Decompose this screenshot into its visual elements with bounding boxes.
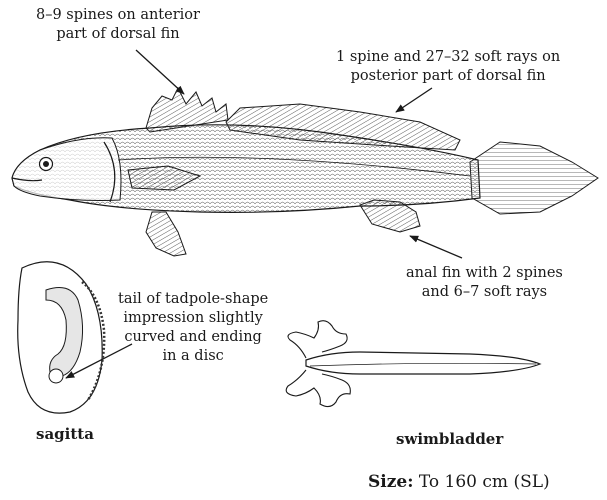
pelvic-fin [146, 212, 186, 256]
label-dorsal-anterior-line2: part of dorsal fin [36, 25, 200, 44]
arrow-dorsal-anterior [136, 50, 184, 94]
fish-illustration [12, 88, 598, 256]
fish-pupil [43, 161, 49, 167]
label-sagitta-tail-line2: impression slightly [118, 309, 268, 328]
label-dorsal-posterior-line2: posterior part of dorsal fin [336, 67, 560, 86]
label-dorsal-anterior: 8–9 spines on anterior part of dorsal fi… [36, 6, 200, 44]
size-label: Size: [368, 472, 413, 492]
sagitta-disc [49, 369, 63, 383]
sagitta-outline [18, 262, 102, 413]
swimbladder-illustration [286, 321, 540, 407]
swimbladder-appendages-upper [288, 321, 347, 358]
sagitta-illustration [18, 262, 104, 413]
label-sagitta-tail-line3: curved and ending [118, 328, 268, 347]
label-anal-fin-line1: anal fin with 2 spines [406, 264, 563, 283]
fish-head [12, 138, 121, 201]
label-dorsal-posterior: 1 spine and 27–32 soft rays on posterior… [336, 48, 560, 86]
swimbladder-appendages-lower [286, 370, 350, 407]
arrow-dorsal-posterior [396, 88, 432, 112]
label-sagitta-tail-line1: tail of tadpole-shape [118, 290, 268, 309]
label-dorsal-posterior-line1: 1 spine and 27–32 soft rays on [336, 48, 560, 67]
caudal-fin [470, 142, 598, 214]
caption-swimbladder: swimbladder [396, 430, 503, 448]
label-dorsal-anterior-line1: 8–9 spines on anterior [36, 6, 200, 25]
swimbladder-body [306, 352, 540, 374]
label-sagitta-tail-line4: in a disc [118, 347, 268, 366]
label-anal-fin: anal fin with 2 spines and 6–7 soft rays [406, 264, 563, 302]
label-sagitta-tail: tail of tadpole-shape impression slightl… [118, 290, 268, 366]
size-line: Size: To 160 cm (SL) [368, 472, 550, 492]
label-anal-fin-line2: and 6–7 soft rays [406, 283, 563, 302]
size-value: To 160 cm (SL) [419, 472, 550, 492]
caption-sagitta: sagitta [36, 425, 94, 443]
arrow-anal-fin [410, 236, 462, 258]
